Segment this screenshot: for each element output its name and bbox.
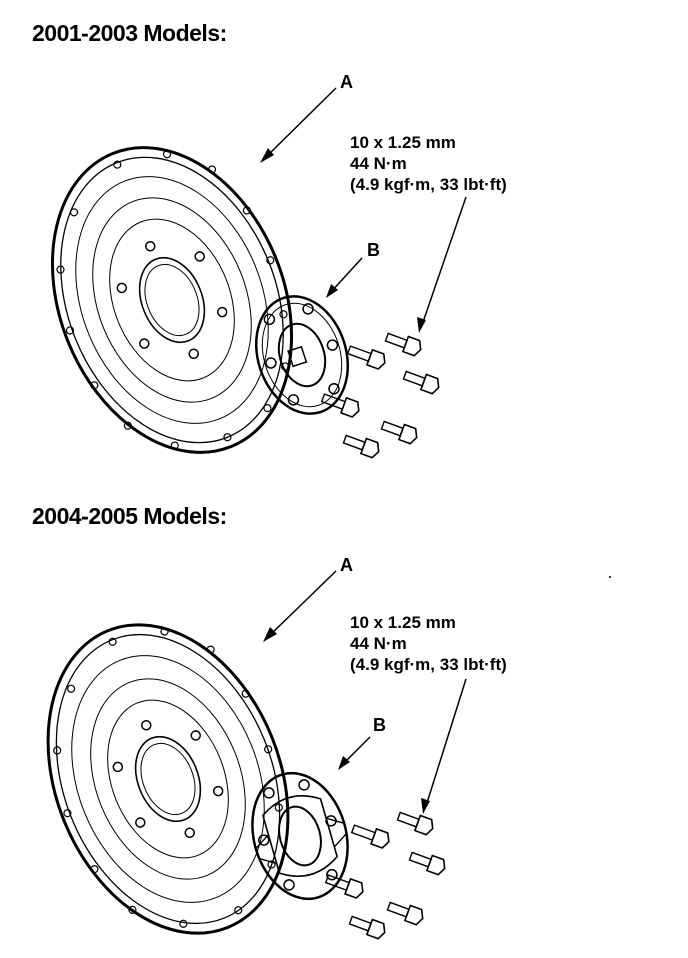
- flywheel-a: [46, 623, 290, 935]
- bolt: [346, 345, 386, 370]
- callout-b: B: [373, 715, 386, 735]
- torque-spec: 10 x 1.25 mm 44 N·m (4.9 kgf·m, 33 lbt·f…: [350, 612, 507, 675]
- bolt: [324, 874, 364, 899]
- leader-a: [263, 570, 337, 642]
- spec-torque-nm: 44 N·m: [350, 634, 407, 653]
- torque-spec: 10 x 1.25 mm 44 N·m (4.9 kgf·m, 33 lbt·f…: [350, 132, 507, 195]
- flywheel-rim-holes: [53, 627, 283, 928]
- bolt: [384, 332, 422, 357]
- drive-plate-b: [251, 771, 349, 901]
- bolt-set: [324, 811, 446, 940]
- callout-a: A: [340, 555, 353, 575]
- leader-spec: [421, 678, 467, 814]
- callout-a: A: [340, 72, 353, 92]
- bolt-set: [320, 332, 440, 459]
- leader-b: [338, 736, 371, 770]
- stray-dot: [609, 576, 611, 578]
- spec-bolt-size: 10 x 1.25 mm: [350, 613, 456, 632]
- bolt: [386, 901, 424, 926]
- bolt: [408, 851, 446, 876]
- section-2004-2005: 2004-2005 Models:: [0, 479, 688, 958]
- bolt: [396, 811, 434, 836]
- flywheel-assembly-diagram: [46, 570, 611, 940]
- bolt: [320, 393, 360, 418]
- bolt: [350, 824, 390, 849]
- section-title: 2004-2005 Models:: [32, 503, 227, 529]
- flywheel-assembly-diagram: [50, 87, 467, 459]
- spec-torque-nm: 44 N·m: [350, 154, 407, 173]
- bolt: [348, 915, 386, 940]
- callout-b: B: [367, 240, 380, 260]
- bolt: [402, 370, 440, 395]
- section-title: 2001-2003 Models:: [32, 20, 227, 46]
- drive-plate-b: [254, 295, 350, 415]
- flywheel-a: [50, 146, 294, 454]
- bolt: [380, 420, 418, 445]
- bolt: [342, 434, 380, 459]
- leader-spec: [417, 196, 467, 333]
- spec-torque-alt: (4.9 kgf·m, 33 lbt·ft): [350, 655, 507, 674]
- spec-torque-alt: (4.9 kgf·m, 33 lbt·ft): [350, 175, 507, 194]
- flywheel-bolt-holes: [116, 240, 228, 360]
- spec-bolt-size: 10 x 1.25 mm: [350, 133, 456, 152]
- section-2001-2003: 2001-2003 Models:: [32, 20, 507, 459]
- leader-b: [326, 257, 363, 298]
- leader-a: [260, 87, 337, 163]
- flywheel-bolt-holes: [112, 719, 224, 839]
- flywheel-rim-holes: [56, 150, 290, 450]
